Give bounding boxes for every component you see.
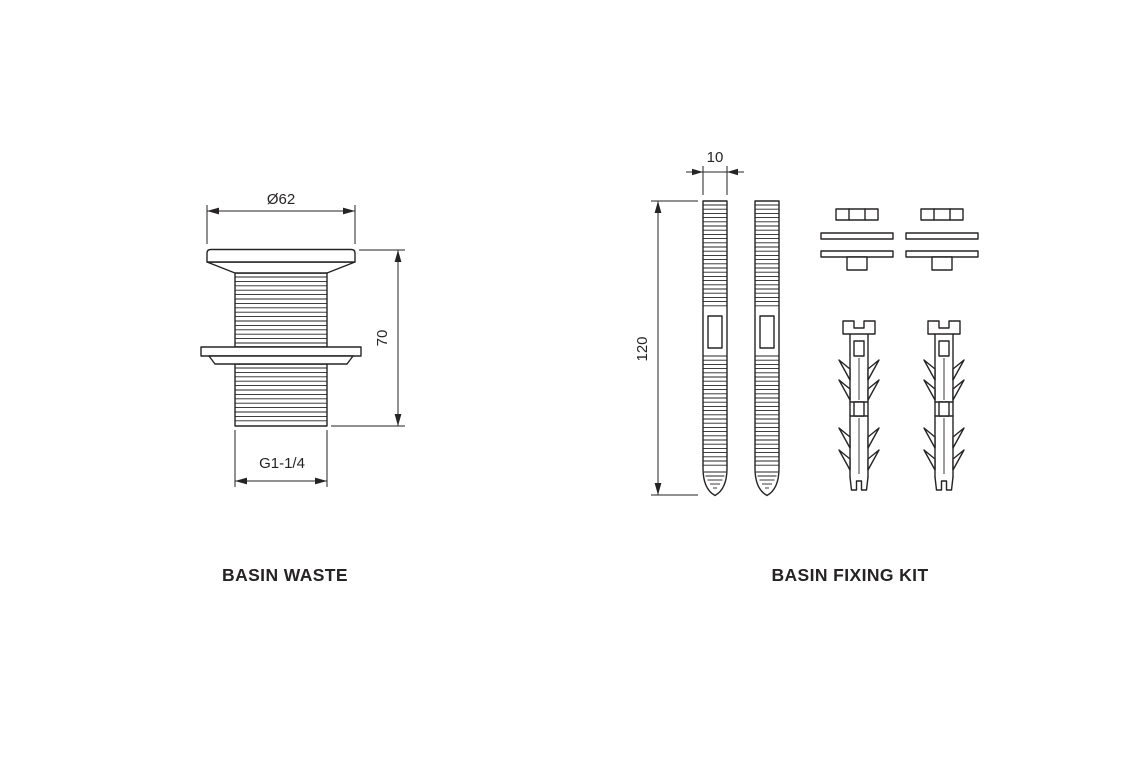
rod1-upper-threads: [703, 204, 727, 307]
basin-fixing-kit-title: BASIN FIXING KIT: [771, 565, 928, 585]
dim-height-label: 70: [374, 330, 391, 347]
washer-2a: [905, 232, 979, 240]
rod2-lower-threads: [755, 355, 779, 466]
washer-2b: [905, 250, 979, 258]
dimension-rod-width: 10: [686, 149, 744, 195]
rod1-lower-threads: [703, 355, 727, 466]
basin-fixing-kit-drawing: 10 120: [634, 149, 979, 585]
rod2-flat-window: [759, 315, 775, 349]
dimension-thread: G1-1/4: [234, 430, 328, 487]
dim-thread-label: G1-1/4: [259, 455, 305, 472]
washer-1b: [820, 250, 894, 258]
threaded-rod-2: [754, 200, 780, 497]
basin-waste-title: BASIN WASTE: [222, 565, 348, 585]
waste-cap: [206, 248, 356, 274]
nut-2: [920, 208, 964, 221]
rod1-flat-window: [707, 315, 723, 349]
waste-upper-threaded-body: [234, 272, 328, 348]
washer-1a: [820, 232, 894, 240]
waste-flange: [200, 346, 362, 365]
nut-washer-set-1: [820, 208, 894, 271]
threaded-rod-1: [702, 200, 728, 497]
dim-diameter-label: Ø62: [267, 191, 295, 208]
washer-1b-sleeve: [846, 256, 868, 271]
waste-upper-threads: [235, 276, 327, 344]
nut-washer-set-2: [905, 208, 979, 271]
wall-plug-1: [838, 320, 880, 491]
dim-rod-width-label: 10: [707, 149, 724, 166]
nut-1: [835, 208, 879, 221]
dimension-rod-length: 120: [634, 200, 698, 496]
basin-waste-drawing: Ø62 70 G1-1/4 BASIN WASTE: [200, 191, 405, 585]
dimension-diameter: Ø62: [206, 191, 356, 244]
waste-lower-threaded-body: [234, 363, 328, 427]
wall-plug-2: [923, 320, 965, 491]
washer-2b-sleeve: [931, 256, 953, 271]
waste-lower-threads: [235, 367, 327, 422]
dim-rod-length-label: 120: [634, 336, 651, 361]
dimension-height: 70: [331, 249, 405, 427]
rod2-upper-threads: [755, 204, 779, 307]
